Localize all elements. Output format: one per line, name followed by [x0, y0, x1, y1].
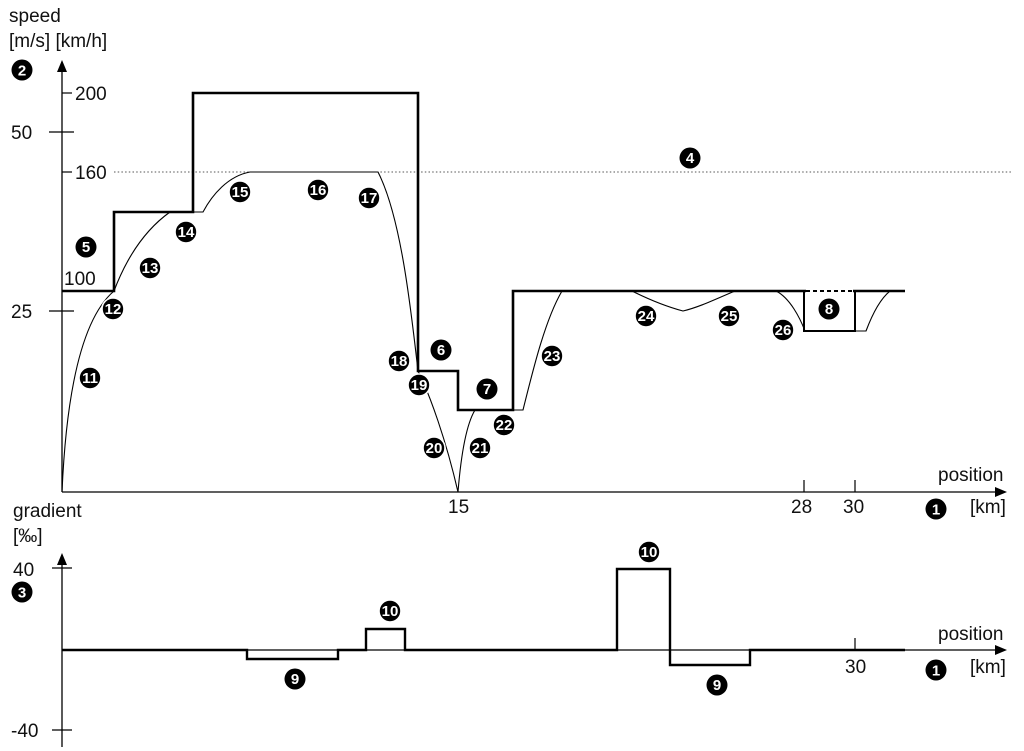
upper-marker-26-20: 26 — [771, 318, 795, 342]
position-x-axis-lower-arrow — [995, 645, 1007, 655]
svg-text:1: 1 — [932, 663, 940, 680]
kmh-tick-label-200: 200 — [75, 84, 107, 105]
gradient-profile — [62, 567, 905, 667]
svg-text:17: 17 — [361, 190, 378, 207]
lower-marker-10-1: 10 — [378, 599, 402, 623]
upper-marker-25-19: 25 — [717, 304, 741, 328]
gradient-axis-marker: 3 — [11, 581, 33, 603]
svg-text:8: 8 — [825, 301, 833, 318]
svg-text:6: 6 — [437, 342, 445, 359]
upper-marker-22-16: 22 — [492, 413, 516, 437]
svg-text:25: 25 — [721, 308, 738, 325]
position-axis-marker-upper: 1 — [925, 498, 947, 520]
svg-text:11: 11 — [82, 370, 98, 387]
upper-marker-21-15: 21 — [468, 436, 492, 460]
upper-marker-24-18: 24 — [634, 304, 658, 328]
position-tick-label-28: 28 — [791, 497, 812, 518]
upper-marker-7-3: 7 — [476, 378, 498, 400]
speed-axis-units: [m/s] [km/h] — [9, 31, 107, 52]
svg-text:21: 21 — [472, 440, 489, 457]
gradient-axis-units: [‰] — [13, 526, 43, 547]
gradient-chart: gradient [‰] 3 40 -40 30 position [km] 1… — [11, 501, 1007, 747]
ms-tick-label-25: 25 — [11, 302, 32, 323]
position-axis-unit-upper: [km] — [970, 497, 1006, 518]
upper-marker-15-9: 15 — [228, 180, 252, 204]
svg-text:10: 10 — [641, 544, 658, 561]
gradient-y-axis-arrow — [57, 553, 67, 565]
upper-marker-20-14: 20 — [422, 436, 446, 460]
upper-marker-23-17: 23 — [540, 344, 564, 368]
speed-chart: speed [m/s] [km/h] 2 50 25 200 160 100 1… — [9, 6, 1012, 520]
gradient-tick-label-minus-40: -40 — [11, 721, 38, 742]
gradient-position-tick-label-30: 30 — [845, 657, 866, 678]
upper-marker-14-8: 14 — [174, 220, 198, 244]
gradient-axis-title: gradient — [13, 501, 82, 522]
upper-marker-8-4: 8 — [818, 298, 840, 320]
lower-markers: 9 10 10 9 — [284, 540, 728, 696]
kmh-tick-label-160: 160 — [75, 163, 107, 184]
svg-text:4: 4 — [686, 150, 695, 167]
svg-text:12: 12 — [105, 301, 122, 318]
position-tick-label-30: 30 — [843, 497, 864, 518]
upper-marker-4: 4 — [679, 147, 701, 169]
svg-text:15: 15 — [232, 184, 249, 201]
svg-text:26: 26 — [775, 322, 792, 339]
svg-text:2: 2 — [18, 63, 26, 80]
position-axis-unit-lower: [km] — [970, 657, 1006, 678]
svg-text:24: 24 — [638, 308, 655, 325]
speed-curve — [61, 171, 891, 493]
svg-text:13: 13 — [142, 260, 159, 277]
upper-marker-11-5: 11 — [78, 366, 102, 390]
ms-tick-label-50: 50 — [11, 123, 32, 144]
upper-marker-12-6: 12 — [101, 297, 125, 321]
svg-text:3: 3 — [18, 585, 26, 602]
svg-text:7: 7 — [483, 381, 491, 398]
position-x-axis-upper-arrow — [995, 487, 1007, 497]
lower-marker-10-2: 10 — [637, 540, 661, 564]
svg-text:20: 20 — [426, 440, 443, 457]
upper-marker-17-11: 17 — [357, 186, 381, 210]
svg-text:9: 9 — [713, 677, 721, 694]
svg-text:22: 22 — [496, 417, 513, 434]
speed-axis-marker: 2 — [11, 59, 33, 81]
svg-text:14: 14 — [178, 224, 195, 241]
lower-marker-9: 9 — [284, 668, 306, 690]
upper-marker-5-1: 5 — [75, 236, 97, 258]
svg-text:5: 5 — [82, 239, 90, 256]
svg-text:19: 19 — [411, 377, 428, 394]
upper-marker-13-7: 13 — [138, 256, 162, 280]
speed-limit-profile — [62, 91, 905, 412]
svg-text:9: 9 — [291, 671, 299, 688]
upper-marker-16-10: 16 — [306, 178, 330, 202]
position-axis-marker-lower: 1 — [925, 659, 947, 681]
position-axis-label-upper: position — [938, 465, 1004, 486]
lower-marker-9-3: 9 — [706, 674, 728, 696]
gradient-tick-label-40: 40 — [13, 560, 34, 581]
svg-text:10: 10 — [382, 603, 399, 620]
position-axis-label-lower: position — [938, 624, 1004, 645]
speed-axis-title: speed — [9, 6, 61, 27]
upper-marker-18-12: 18 — [387, 349, 411, 373]
speed-y-axis-arrow — [57, 60, 67, 72]
upper-marker-19-13: 19 — [407, 373, 431, 397]
kmh-tick-label-100: 100 — [64, 269, 96, 290]
svg-text:23: 23 — [544, 348, 561, 365]
svg-text:16: 16 — [310, 182, 327, 199]
svg-text:18: 18 — [391, 353, 408, 370]
svg-text:1: 1 — [932, 502, 940, 519]
position-tick-label-15: 15 — [448, 497, 469, 518]
upper-marker-6-2: 6 — [430, 339, 452, 361]
